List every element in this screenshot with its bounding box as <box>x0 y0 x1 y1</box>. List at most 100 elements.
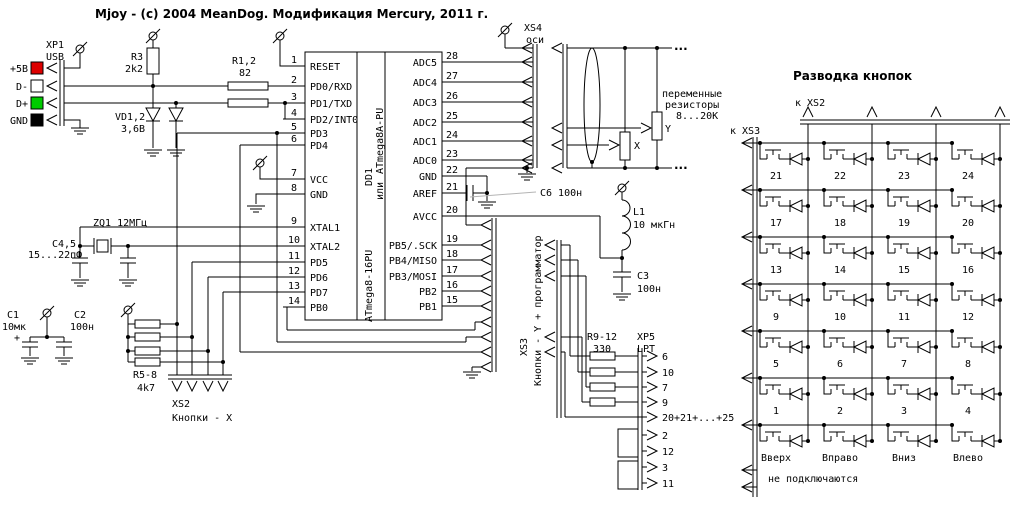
diode-icon <box>916 246 931 260</box>
button-number-label: 18 <box>834 218 846 229</box>
button-switch-icon <box>951 284 1000 306</box>
ic-pin-number: 2 <box>291 75 297 86</box>
junction-dot <box>950 141 954 145</box>
junction-dot <box>655 166 659 170</box>
matrix-title: Разводка кнопок <box>793 69 912 83</box>
zener-vd1-icon <box>145 107 161 123</box>
junction-dot <box>623 166 627 170</box>
resistor-r6-body <box>134 332 161 342</box>
ic-pins: 1RESET2PD0/RXD3PD1/TXD4PD2/INT05PD36PD47… <box>283 51 462 314</box>
button-actuator-icon <box>765 431 781 437</box>
r3-value: 2k2 <box>125 64 143 75</box>
button-number-label: 4 <box>965 406 971 417</box>
ic-pin-label: ADC2 <box>413 118 437 129</box>
junction-dot <box>870 157 874 161</box>
junction-dot <box>822 423 826 427</box>
ic-pin-label: PD6 <box>310 273 328 284</box>
ic-pin-number: 11 <box>288 251 300 262</box>
lpt-pin-label: 12 <box>662 447 674 458</box>
matrix-button-cell: 17 <box>758 188 810 229</box>
resistor-r2-body <box>227 98 269 108</box>
connector-pin-arrow <box>45 80 58 92</box>
ic-pin-label: AVCC <box>413 212 437 223</box>
diode-icon <box>916 293 931 307</box>
connector-pin-arrow <box>520 96 533 108</box>
junction-dot <box>525 166 529 170</box>
button-number-label: 12 <box>962 312 974 323</box>
connector-pin-arrow <box>740 419 753 431</box>
button-number-label: 1 <box>773 406 779 417</box>
button-switch-icon <box>887 331 936 353</box>
xs4-name: XS4 <box>524 23 542 34</box>
inductor-coil <box>621 199 631 251</box>
lpt-jumper-2-12 <box>617 428 639 458</box>
junction-dot <box>870 204 874 208</box>
diode-icon <box>852 434 867 448</box>
junction-dot <box>934 298 938 302</box>
power-rail-icon <box>145 28 161 44</box>
junction-dot <box>275 131 279 135</box>
connector-pin-arrow <box>646 461 659 473</box>
button-number-label: 7 <box>901 359 907 370</box>
connector-pin-arrow <box>543 331 556 343</box>
usb-pin-label: +5В <box>10 64 28 75</box>
resistor-r5-body <box>134 319 161 329</box>
diode-icon <box>788 340 803 354</box>
ic-pin-label: GND <box>419 172 437 183</box>
power-rail-icon <box>148 31 158 41</box>
r912-ref: R9-12 <box>587 332 617 343</box>
button-switch-icon <box>759 237 808 259</box>
junction-dot <box>221 360 225 364</box>
xs2-sub: Кнопки - X <box>172 413 232 424</box>
connector-pin-arrow <box>550 162 563 174</box>
diode-icon <box>852 387 867 401</box>
junction-dot <box>283 101 287 105</box>
button-number-label: Вправо <box>822 453 858 464</box>
junction-dot <box>822 282 826 286</box>
c2-value: 100н <box>70 322 94 333</box>
ic-pin-label: RESET <box>310 62 340 73</box>
ground-icon <box>21 357 39 365</box>
lpt-pin-label: 3 <box>662 463 668 474</box>
ic-pin-number: 8 <box>291 183 297 194</box>
connector-pin-arrow <box>608 139 621 151</box>
junction-dot <box>806 298 810 302</box>
diode-icon <box>852 246 867 260</box>
button-actuator-icon <box>957 337 973 343</box>
xp1-name: XP1 <box>46 40 64 51</box>
button-switch-icon <box>759 284 808 306</box>
xp1-type: USB <box>46 52 64 63</box>
button-switch-icon <box>887 425 936 447</box>
ic-pin-number: 13 <box>288 281 300 292</box>
xp5-sub: LPT <box>637 344 655 355</box>
ic-ref: DD1 <box>364 168 375 186</box>
junction-dot <box>870 251 874 255</box>
button-number-label: 11 <box>898 312 910 323</box>
junction-dot <box>822 235 826 239</box>
usb-pin-pad <box>30 61 44 75</box>
usb-connector-xp1: XP1 USB <box>46 40 65 126</box>
xs4-sub: оси <box>526 35 544 46</box>
button-switch-icon <box>951 425 1000 447</box>
button-actuator-icon <box>893 196 909 202</box>
lpt-pin-label: 6 <box>662 352 668 363</box>
ground-icon <box>71 127 89 135</box>
button-number-label: 21 <box>770 171 782 182</box>
ground-icon <box>167 149 185 157</box>
ground-icon <box>144 149 162 157</box>
component-bodies <box>96 47 663 490</box>
ic-pin-label: GND <box>310 190 328 201</box>
connector-arrows <box>171 42 653 393</box>
matrix-button-cell: 12 <box>950 282 1002 323</box>
button-actuator-icon <box>829 431 845 437</box>
matrix-button-cell: 7 <box>886 329 938 370</box>
power-rail-icon <box>497 22 513 38</box>
junction-dot <box>950 376 954 380</box>
button-switch-icon <box>823 190 872 212</box>
xs4-note2: резисторы <box>665 100 719 111</box>
button-switch-icon <box>759 425 808 447</box>
connector-pin-arrow <box>45 97 58 109</box>
junction-dot <box>758 282 762 286</box>
xs4-connector-labels: XS4 оси переменные резисторы 8...20К X Y… <box>524 23 722 175</box>
junction-dot <box>190 335 194 339</box>
